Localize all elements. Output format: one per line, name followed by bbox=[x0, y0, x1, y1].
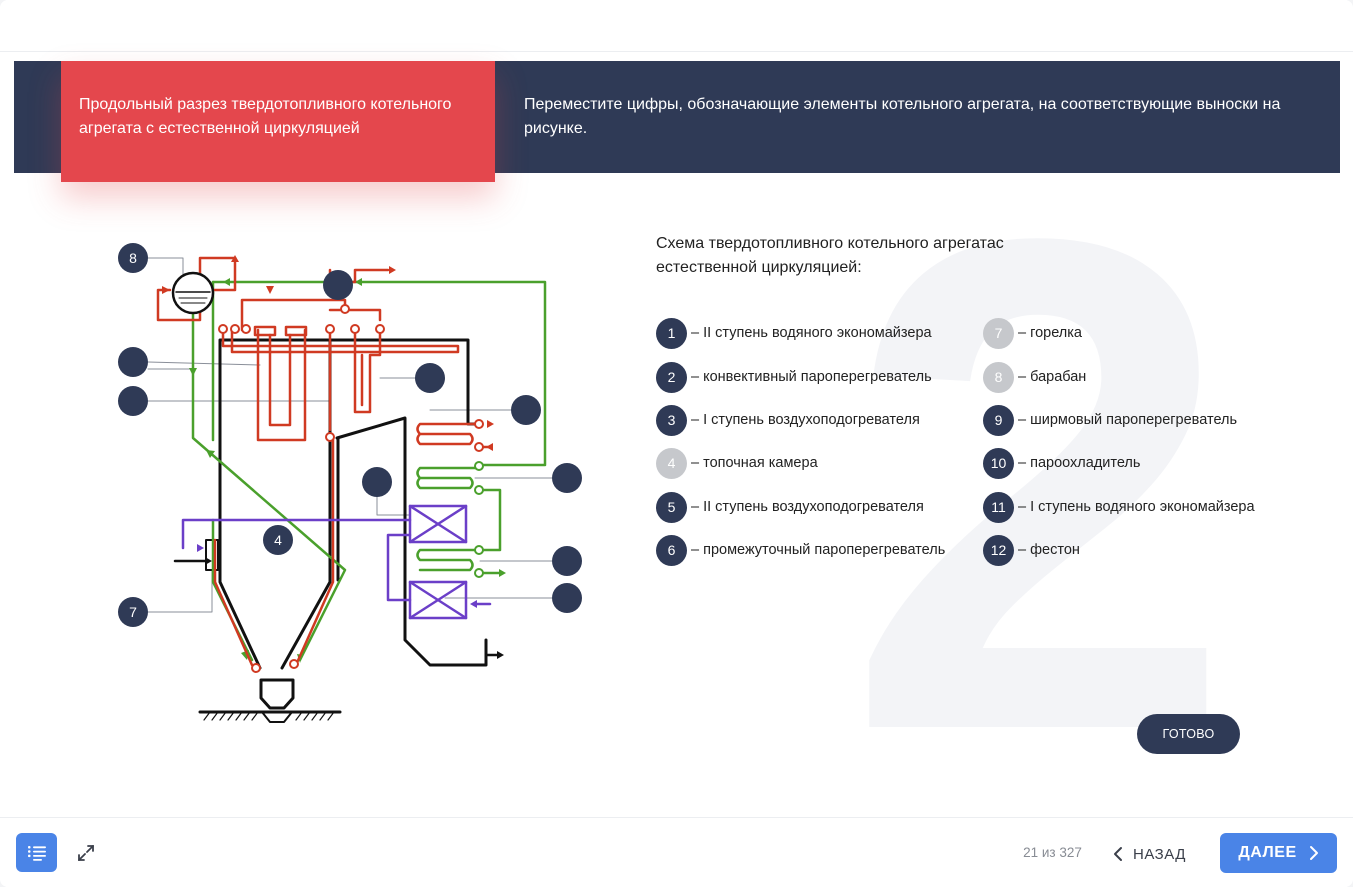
task-instruction: Переместите цифры, обозначающие элементы… bbox=[524, 96, 1281, 137]
callout-target-top bbox=[323, 270, 353, 300]
callout-target-right-1 bbox=[511, 395, 541, 425]
legend-text-4: – топочная камера bbox=[691, 455, 818, 471]
leader-lines bbox=[147, 257, 553, 613]
top-bar bbox=[0, 0, 1353, 52]
callout-target-mid bbox=[362, 467, 392, 497]
legend-chip-8: 8 bbox=[983, 361, 1014, 393]
next-button-label: ДАЛЕЕ bbox=[1238, 844, 1297, 861]
legend-item-11[interactable]: 11 – I ступень водяного экономайзера bbox=[983, 491, 1255, 523]
legend-item-9[interactable]: 9 – ширмовый пароперегреватель bbox=[983, 404, 1237, 436]
legend-text-10: – пароохладитель bbox=[1018, 455, 1141, 471]
legend-chip-4: 4 bbox=[656, 447, 687, 479]
legend-item-5[interactable]: 5 – II ступень воздухоподогревателя bbox=[656, 491, 924, 523]
ground-hatch bbox=[203, 711, 335, 721]
callout-burner bbox=[118, 597, 148, 627]
legend-item-10[interactable]: 10 – пароохладитель bbox=[983, 447, 1140, 479]
callout-target-screen bbox=[415, 363, 445, 393]
legend-item-12[interactable]: 12 – фестон bbox=[983, 534, 1080, 566]
legend-text-1: – II ступень водяного экономайзера bbox=[691, 325, 932, 341]
page-counter: 21 из 327 bbox=[1023, 845, 1082, 860]
back-button[interactable]: НАЗАД bbox=[1113, 839, 1201, 869]
legend-item-8: 8 – барабан bbox=[983, 361, 1086, 393]
back-button-label: НАЗАД bbox=[1133, 845, 1186, 863]
legend-chip-9[interactable]: 9 bbox=[983, 404, 1014, 436]
legend-item-1[interactable]: 1 – II ступень водяного экономайзера bbox=[656, 317, 932, 349]
scheme-title: Схема твердотопливного котельного агрега… bbox=[656, 235, 1004, 276]
legend-chip-6[interactable]: 6 bbox=[656, 534, 687, 566]
callout-target-left-1 bbox=[118, 347, 148, 377]
legend-chip-5[interactable]: 5 bbox=[656, 491, 687, 523]
callout-target-right-3 bbox=[552, 546, 582, 576]
legend-chip-10[interactable]: 10 bbox=[983, 447, 1014, 479]
legend-item-4: 4 – топочная камера bbox=[656, 447, 818, 479]
legend-chip-12[interactable]: 12 bbox=[983, 534, 1014, 566]
legend-text-2: – конвективный пароперегреватель bbox=[691, 369, 932, 385]
menu-button[interactable] bbox=[16, 833, 57, 872]
legend-text-7: – горелка bbox=[1018, 325, 1082, 341]
callout-target-right-4 bbox=[552, 583, 582, 613]
green-pipes bbox=[191, 280, 547, 662]
legend-chip-3[interactable]: 3 bbox=[656, 404, 687, 436]
footer-bar bbox=[0, 817, 1353, 887]
legend-text-3: – I ступень воздухоподогревателя bbox=[691, 412, 920, 428]
callout-targets bbox=[118, 243, 582, 627]
legend-text-5: – II ступень воздухоподогревателя bbox=[691, 499, 924, 515]
fullscreen-button[interactable] bbox=[74, 841, 98, 865]
page-title: Продольный разрез твердотопливного котел… bbox=[61, 61, 495, 182]
legend-text-6: – промежуточный пароперегреватель bbox=[691, 542, 946, 558]
legend-chip-2[interactable]: 2 bbox=[656, 361, 687, 393]
legend-item-7: 7 – горелка bbox=[983, 317, 1082, 349]
callout-label-furnace: 4 bbox=[274, 532, 282, 548]
drum bbox=[171, 271, 215, 315]
chevron-right-icon bbox=[1309, 846, 1318, 860]
ready-button[interactable]: ГОТОВО bbox=[1137, 714, 1240, 754]
expand-icon bbox=[78, 845, 94, 861]
legend-text-9: – ширмовый пароперегреватель bbox=[1018, 412, 1238, 428]
list-icon bbox=[27, 845, 46, 861]
callout-label-burner: 7 bbox=[129, 604, 137, 620]
legend-text-8: – барабан bbox=[1018, 369, 1087, 385]
legend-text-11: – I ступень водяного экономайзера bbox=[1018, 499, 1255, 515]
legend-chip-7: 7 bbox=[983, 317, 1014, 349]
legend-item-2[interactable]: 2 – конвективный пароперегреватель bbox=[656, 361, 932, 393]
legend-chip-1[interactable]: 1 bbox=[656, 317, 687, 349]
legend-chip-11[interactable]: 11 bbox=[983, 491, 1014, 523]
legend-text-12: – фестон bbox=[1018, 542, 1080, 558]
legend-item-6[interactable]: 6 – промежуточный пароперегреватель bbox=[656, 534, 945, 566]
callout-target-right-2 bbox=[552, 463, 582, 493]
chevron-left-icon bbox=[1114, 847, 1122, 861]
background-slide-number: 2 bbox=[845, 175, 1235, 795]
callout-label-drum: 8 bbox=[129, 250, 137, 266]
legend-item-3[interactable]: 3 – I ступень воздухоподогревателя bbox=[656, 404, 920, 436]
next-button[interactable]: ДАЛЕЕ bbox=[1220, 833, 1337, 873]
boiler-diagram: 8 4 7 bbox=[118, 243, 582, 723]
purple-ducts bbox=[181, 504, 492, 620]
red-pipes bbox=[156, 256, 492, 667]
callout-target-left-2 bbox=[118, 386, 148, 416]
callout-drum bbox=[118, 243, 148, 273]
callout-furnace bbox=[263, 525, 293, 555]
